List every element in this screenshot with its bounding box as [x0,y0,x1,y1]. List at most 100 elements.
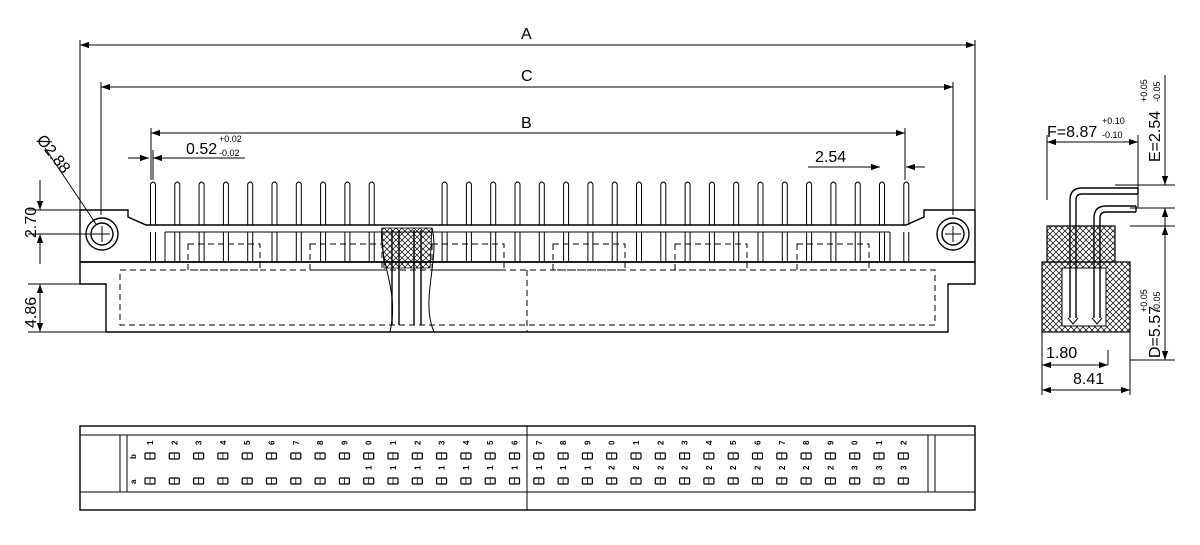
pin-column: 22 [654,440,666,485]
contact-group [309,243,383,271]
contact-pad [630,477,642,485]
pin-number: 4 [219,440,228,445]
contact-pad [241,477,253,485]
front-pin [733,181,740,262]
contact-pad [849,477,861,485]
contact-pad [193,452,205,460]
pin-tens: 1 [389,465,398,470]
contact-pad [824,477,837,485]
mounting-hole-right [936,217,970,251]
contact-pad [144,452,156,460]
contact-pad [727,452,739,460]
pin-tens: 1 [559,465,568,470]
pin-tens: 2 [608,465,617,470]
contact-pad [557,477,569,485]
contact-pad [581,452,594,460]
pin-column: 12 [630,440,642,485]
contact-pad [654,452,666,460]
pin-tens: 2 [681,465,690,470]
front-pin [708,181,715,262]
pin-tens: 2 [632,465,641,470]
pin-tens: 1 [413,465,422,470]
pin-column: 62 [751,440,764,485]
contact-group [187,243,261,271]
front-pin [903,181,910,262]
pin-tens: 1 [511,465,520,470]
pin-number: 7 [535,440,544,445]
pin-tens: 3 [875,465,884,470]
dim-1-80-label: 1.80 [1046,345,1077,362]
side-flange-section [1046,225,1116,263]
pin-tens: 1 [535,465,544,470]
front-pin [879,181,885,262]
contact-pad [678,477,691,485]
dim-c-label: C [521,68,533,85]
contact-group [674,243,748,271]
pin-column: 41 [460,440,472,485]
pin-number: 6 [754,440,763,445]
contact-pad [265,477,278,485]
pin-number: 6 [511,440,520,445]
pin-column: 11 [387,440,399,485]
pin-number: 4 [705,440,714,445]
contact-pad [241,452,253,460]
pin-tens: 2 [826,465,835,470]
front-pins [150,181,910,262]
front-pin [271,181,278,262]
contact-pad [217,452,229,460]
pin-tens: 2 [778,465,787,470]
pin-number: 1 [632,440,641,445]
pin-column: 52 [727,440,739,485]
front-pin [198,181,205,262]
pin-column: 42 [703,440,715,485]
pin-column: 13 [873,440,885,485]
contact-pad [727,477,739,485]
contact-pad [897,477,909,485]
dim-e-tol-upper: +0.05 [1139,79,1149,102]
dim-e-tol-lower: -0.05 [1152,81,1162,102]
contact-pad [508,477,521,485]
row-label-a: a [129,479,138,484]
pin-tens: 1 [365,465,374,470]
contact-pad [630,452,642,460]
dim-a-label: A [521,26,532,43]
contact-pad [776,452,788,460]
front-pin [854,181,861,262]
contact-group [552,243,626,271]
front-pin [368,181,375,262]
pin-number: 4 [462,440,471,445]
contact-pad [800,477,812,485]
contact-pad [168,452,180,460]
row-label-b: b [129,454,138,459]
contact-pad [387,477,399,485]
pin-column: 03 [849,440,861,485]
pin-number: 0 [365,440,374,445]
contact-pad [776,477,788,485]
pin-number: 5 [243,440,252,445]
pin-tens: 2 [729,465,738,470]
pin-number: 8 [802,440,811,445]
dim-d-tol-lower: -0.05 [1152,291,1162,312]
front-pin [806,181,813,262]
pin-tens: 1 [438,465,447,470]
pin-number: 3 [195,440,204,445]
contact-group [796,243,870,271]
pin-tens: 1 [462,465,471,470]
contact-pad [533,477,545,485]
contact-pad [314,477,326,485]
pin-number: 1 [146,440,155,445]
contact-pad [314,452,326,460]
front-pin [563,181,570,262]
front-pin [830,181,837,262]
pin-tens: 2 [656,465,665,470]
pin-column: 71 [533,440,545,485]
pin-column: 21 [411,440,423,485]
contact-pad [338,477,350,485]
pin-column: 82 [800,440,812,485]
pin-column: 8 [314,440,326,485]
pin-tens: 1 [486,465,495,470]
pin-column: 5 [241,440,253,485]
pin-tens: 3 [899,465,908,470]
pin-number: 7 [292,440,301,445]
